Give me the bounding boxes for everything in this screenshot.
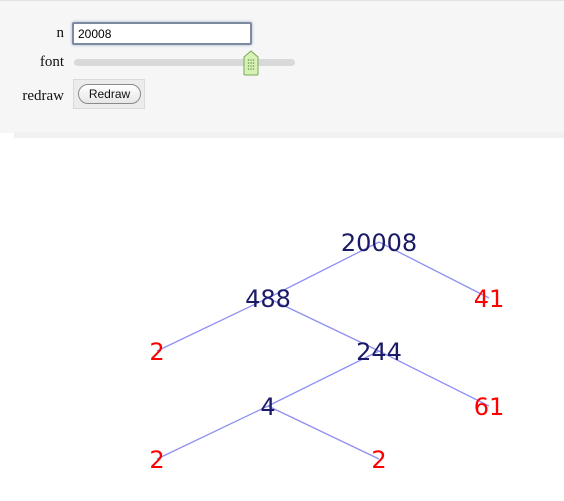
redraw-button[interactable]: Redraw [78,84,141,104]
tree-node-n61: 61 [474,393,505,421]
tree-edge-n244-n4 [267,350,380,407]
controls-panel: n font redraw Redraw [0,0,564,133]
tree-edge-n244-n61 [378,350,490,407]
tree-edge-n488-n244 [267,297,380,352]
tree-node-n488: 488 [245,285,291,313]
font-slider-track[interactable] [74,59,295,66]
tree-edge-n20008-n488 [267,241,380,299]
tree-edge-n4-n2b [156,405,269,460]
tree-edge-n20008-n41 [378,241,490,299]
factor-tree: 20008 488 41 2 244 4 61 2 2 [0,138,564,496]
n-input[interactable] [72,22,252,45]
tree-node-n4: 4 [260,393,275,421]
font-label: font [39,54,64,70]
n-label: n [56,25,65,41]
factor-tree-canvas: 20008 488 41 2 244 4 61 2 2 [149,229,505,474]
font-slider-thumb[interactable] [243,50,259,76]
tree-node-n2b: 2 [149,446,164,474]
redraw-label: redraw [22,88,64,104]
tree-node-n2c: 2 [371,446,386,474]
tree-node-n2a: 2 [149,338,164,366]
tree-node-n244: 244 [356,338,402,366]
tree-edge-n488-n2a [156,297,269,352]
output-separator [14,132,564,138]
tree-node-n41: 41 [474,285,505,313]
tree-node-n20008: 20008 [341,229,417,257]
tree-edge-n4-n2c [267,405,380,460]
